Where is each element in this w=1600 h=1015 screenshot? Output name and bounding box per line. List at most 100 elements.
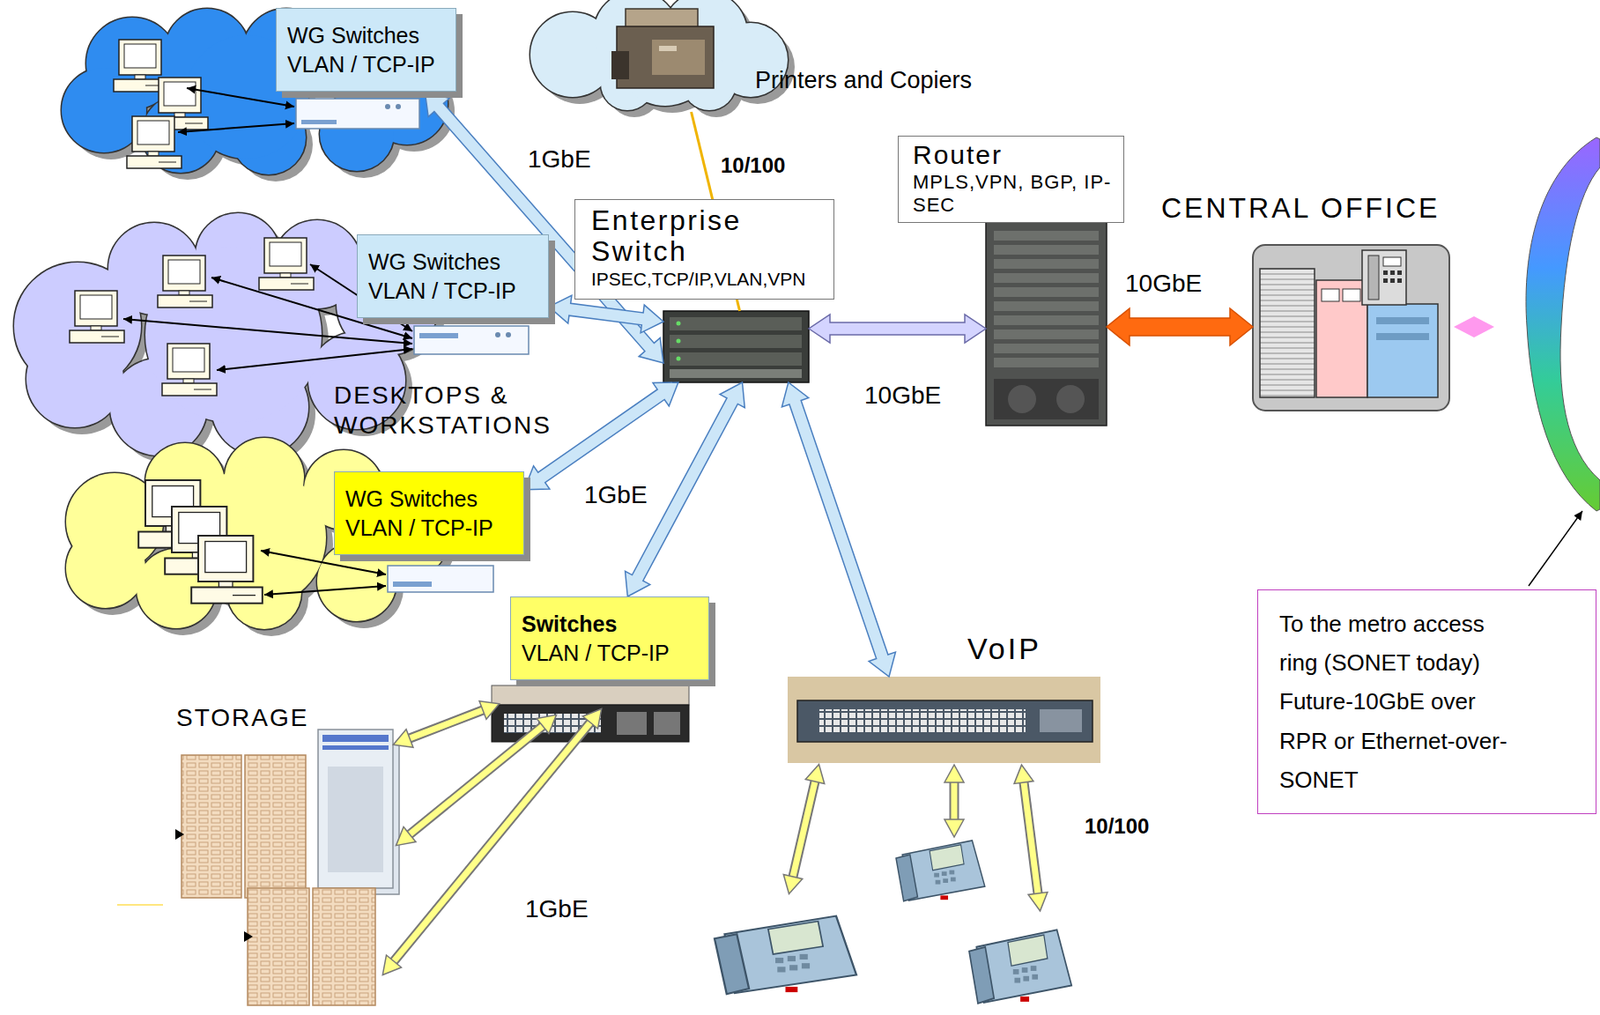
yellow-link-arrow xyxy=(949,782,960,820)
storage-switch-picture xyxy=(653,711,681,735)
workgroup-switch-label: WG SwitchesVLAN / TCP-IP xyxy=(333,471,525,556)
router-picture xyxy=(993,378,1099,420)
storage-server-picture xyxy=(322,734,389,742)
desktop-computer xyxy=(69,290,125,343)
storage-server-picture xyxy=(247,888,310,1006)
router-picture xyxy=(1007,385,1037,414)
node-text: Switches xyxy=(521,609,698,639)
desktop-computer xyxy=(157,255,213,308)
voip-switch-picture xyxy=(787,676,1101,763)
router: RouterMPLS,VPN, BGP, IP-SEC xyxy=(985,199,1107,426)
central-office-picture xyxy=(1362,250,1407,305)
node-text: WG Switches xyxy=(345,484,513,514)
node-text: VLAN / TCP-IP xyxy=(345,513,513,543)
node-text: To the metro access ring (SONET today) F… xyxy=(1279,604,1519,800)
voip-switch: VoIP xyxy=(787,676,1101,763)
router-picture xyxy=(993,230,1099,241)
desktop-computer xyxy=(126,116,182,169)
storage-server-picture xyxy=(322,745,389,750)
edge-label: 1GbE xyxy=(581,480,651,511)
label-box: RouterMPLS,VPN, BGP, IP-SEC xyxy=(897,135,1125,223)
label-box: CENTRAL OFFICE xyxy=(1161,190,1440,228)
node-text: VLAN / TCP-IP xyxy=(521,638,698,668)
printer-cloud-shape xyxy=(530,0,788,111)
storage-switch-label: SwitchesVLAN / TCP-IP xyxy=(510,596,710,681)
router-picture xyxy=(993,357,1099,368)
central-office-picture xyxy=(1342,288,1361,302)
yellow-link-arrow xyxy=(409,725,543,835)
workgroup-cloud xyxy=(61,8,448,175)
voip-switch-picture xyxy=(819,709,1026,734)
voip-switch-picture xyxy=(787,676,1101,763)
node-text: CENTRAL OFFICE xyxy=(1161,190,1440,228)
yellow-link-arrow xyxy=(393,722,591,962)
workgroup-cloud xyxy=(61,8,455,182)
storage-server-picture xyxy=(318,729,393,889)
storage-server-picture xyxy=(117,903,163,906)
central-office-picture xyxy=(1321,288,1340,302)
central-office-picture xyxy=(1383,257,1401,267)
central-office-picture xyxy=(1397,278,1402,283)
router-picture xyxy=(993,287,1099,297)
workgroup-switch-device xyxy=(392,581,432,587)
edge-label: 10GbE xyxy=(861,380,944,411)
yellow-link-arrow xyxy=(951,782,958,820)
enterprise-switch-picture xyxy=(676,339,682,344)
storage-server-picture xyxy=(175,829,185,840)
workgroup-cloud xyxy=(61,8,448,175)
central-office-picture xyxy=(1252,244,1450,411)
group-label: DESKTOPS & WORKSTATIONS xyxy=(333,380,599,440)
callout-box: To the metro access ring (SONET today) F… xyxy=(1257,589,1597,815)
edge-label: 10/100 xyxy=(718,153,788,179)
edge-label: 10GbE xyxy=(1122,268,1205,299)
router-picture xyxy=(993,315,1099,326)
enterprise-switch-picture xyxy=(676,356,682,362)
router-picture xyxy=(993,329,1099,340)
storage-switch-picture xyxy=(491,685,689,705)
printer-picture xyxy=(651,39,705,75)
workgroup-switch-device xyxy=(414,325,529,355)
storage-server-picture xyxy=(244,931,253,942)
yellow-link-arrow xyxy=(393,722,591,962)
voip-switch-picture xyxy=(1039,709,1082,733)
enterprise-switch-picture xyxy=(669,317,802,331)
node-text: VoIP xyxy=(967,629,1042,668)
router-picture xyxy=(1056,385,1085,414)
link-speed-label: 10/100 xyxy=(1084,814,1149,840)
printer-picture xyxy=(611,8,714,89)
printer-picture xyxy=(616,26,714,89)
yellow-link-arrow xyxy=(409,710,483,739)
enterprise-switch-picture xyxy=(669,352,802,366)
link-arrow xyxy=(123,318,413,344)
enterprise-switch-picture xyxy=(663,311,809,383)
central-office-picture xyxy=(1376,333,1430,341)
router-picture xyxy=(993,343,1099,354)
central-office-picture xyxy=(1397,270,1402,275)
yellow-link-arrow xyxy=(792,781,1038,894)
ip-phone xyxy=(714,840,1072,1004)
yellow-link-arrow xyxy=(1023,782,1038,894)
router-picture xyxy=(993,244,1099,255)
workgroup-switch-device xyxy=(505,332,512,338)
link-arrow xyxy=(781,382,896,677)
workgroup-switch-label: WG SwitchesVLAN / TCP-IP xyxy=(275,7,457,92)
storage-server-picture xyxy=(181,755,242,898)
storage-server-picture xyxy=(244,755,306,898)
printer-cloud: Printers and Copiers xyxy=(530,0,992,112)
node-text: Printers and Copiers xyxy=(755,65,972,97)
desktop-computer xyxy=(162,343,217,396)
node-text: VLAN / TCP-IP xyxy=(368,276,538,306)
node-text: MPLS,VPN, BGP, IP-SEC xyxy=(912,170,1117,218)
central-office-picture xyxy=(1259,268,1315,398)
desktop-computer xyxy=(69,39,314,604)
label-box: VoIP xyxy=(967,629,1042,668)
desktop-computer xyxy=(259,237,314,290)
link-arrow xyxy=(808,314,986,343)
printer-picture xyxy=(611,51,630,80)
node-text: Enterprise Switch xyxy=(591,205,827,267)
yellow-link-arrow xyxy=(792,781,815,877)
printer-cloud-shape xyxy=(530,0,795,118)
node-text: Router xyxy=(912,140,1117,171)
